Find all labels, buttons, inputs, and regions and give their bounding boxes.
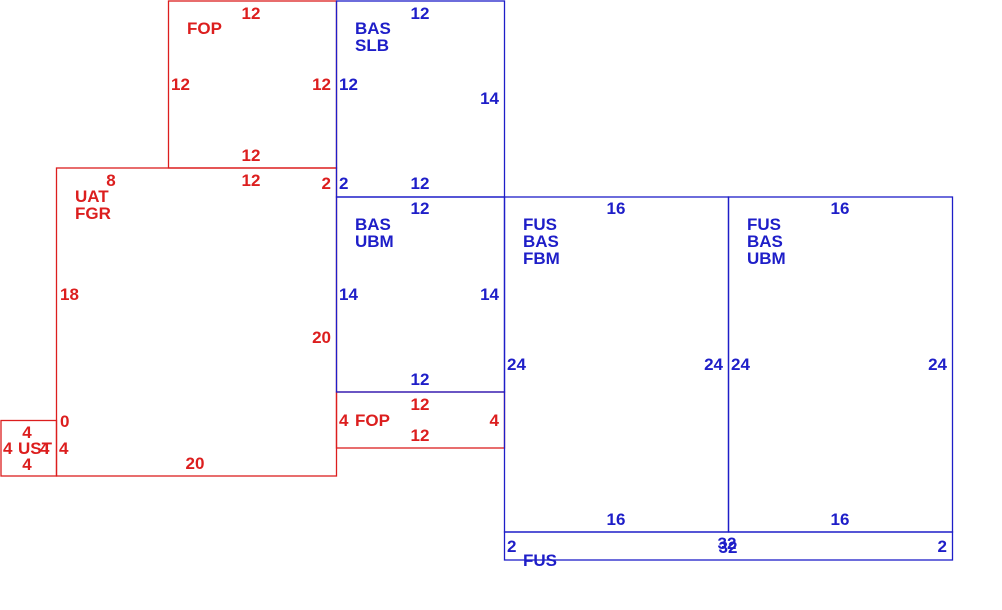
dimension-label: 2	[339, 174, 348, 193]
dimension-label: 14	[339, 285, 358, 304]
dimension-label: 12	[339, 75, 358, 94]
ust-outline	[0, 419, 58, 477]
dimension-label: 12	[411, 395, 430, 414]
dimension-label: 2	[507, 537, 516, 556]
dimension-label: 12	[242, 4, 261, 23]
dimension-label: 18	[60, 285, 79, 304]
area-code-label: UAT	[75, 187, 109, 206]
area-code-label: BAS	[747, 232, 783, 251]
dimension-label: 4	[22, 455, 32, 474]
dimension-label: 12	[411, 174, 430, 193]
dimension-label: 12	[411, 4, 430, 23]
dimension-label: 12	[411, 199, 430, 218]
dimension-label: 16	[607, 510, 626, 529]
dimension-label: 4	[40, 439, 50, 458]
area-code-label: UST	[18, 439, 53, 458]
area-code-label: UBM	[747, 249, 786, 268]
dimension-label: 12	[242, 171, 261, 190]
area-code-label: BAS	[355, 19, 391, 38]
area-code-label: FUS	[523, 551, 557, 570]
dimension-label: 12	[411, 426, 430, 445]
dimension-label: 24	[731, 355, 750, 374]
dimension-label: 24	[704, 355, 723, 374]
dimension-label: 4	[22, 423, 32, 442]
dimension-label: 16	[607, 199, 626, 218]
dimension-label: 20	[312, 328, 331, 347]
dimension-label: 32	[719, 538, 738, 557]
area-code-label: FGR	[75, 204, 111, 223]
area-code-label: UBM	[355, 232, 394, 251]
dimension-label: 4	[59, 439, 69, 458]
dimension-label: 0	[60, 412, 69, 431]
dimension-label: 4	[339, 411, 349, 430]
dimension-label: 20	[186, 454, 205, 473]
dimension-label: 8	[106, 171, 115, 190]
area-code-label: FBM	[523, 249, 560, 268]
area-code-label: FUS	[747, 215, 781, 234]
dimension-label: 14	[480, 285, 499, 304]
dimension-label: 12	[411, 370, 430, 389]
area-code-label: SLB	[355, 36, 389, 55]
fus-strip-outline	[503, 531, 954, 561]
dimension-label: 16	[831, 510, 850, 529]
area-code-label: BAS	[355, 215, 391, 234]
dimension-label: 16	[831, 199, 850, 218]
dimension-label: 32	[718, 534, 737, 553]
area-code-label: FOP	[355, 411, 390, 430]
dimension-label: 24	[507, 355, 526, 374]
area-code-label: FOP	[187, 19, 222, 38]
dimension-label: 2	[322, 174, 331, 193]
dimension-label: 12	[312, 75, 331, 94]
area-code-label: BAS	[523, 232, 559, 251]
dimension-label: 2	[938, 537, 947, 556]
dimension-label: 24	[928, 355, 947, 374]
dimension-label: 12	[171, 75, 190, 94]
dimension-label: 12	[242, 146, 261, 165]
dimension-label: 14	[480, 89, 499, 108]
dimension-label: 4	[490, 411, 500, 430]
dimension-label: 4	[3, 439, 13, 458]
area-code-label: FUS	[523, 215, 557, 234]
